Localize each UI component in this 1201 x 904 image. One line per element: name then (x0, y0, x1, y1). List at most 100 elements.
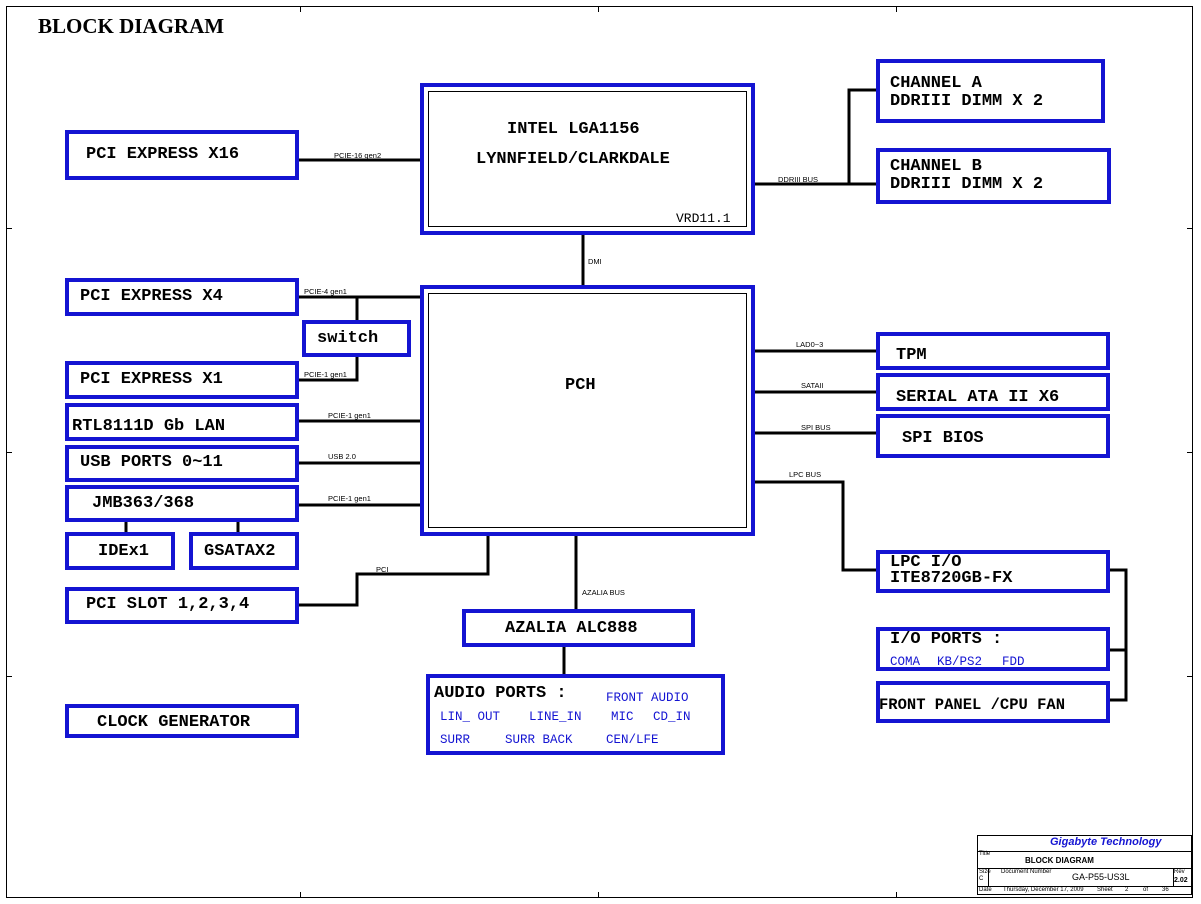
front-panel-box (876, 681, 1110, 723)
frame-tick (598, 6, 599, 12)
cpu-vrd: VRD11.1 (676, 211, 731, 226)
bus-label-pcie4: PCIE-4 gen1 (304, 287, 347, 296)
pcie-x4-box (65, 278, 299, 316)
frame-tick (896, 6, 897, 12)
switch-box (302, 320, 411, 357)
bus-label-pci: PCI (376, 565, 389, 574)
io-ports-box (876, 627, 1110, 671)
sata-label: SERIAL ATA II X6 (896, 388, 1060, 407)
cpu-name: INTEL LGA1156 (507, 120, 640, 139)
lpc-io-chip: ITE8720GB-FX (890, 569, 1013, 588)
pci-slot-box (65, 587, 299, 624)
title-block-divider (978, 851, 1191, 852)
bus-label-spi: SPI BUS (801, 423, 831, 432)
sata-box (876, 373, 1110, 411)
bus-label-dmi: DMI (588, 257, 602, 266)
pcie-x1-box (65, 361, 299, 399)
pcie-x4-label: PCI EXPRESS X4 (80, 287, 223, 306)
channel-b-label: CHANNEL B (890, 157, 982, 176)
ide-box (65, 532, 175, 570)
io-ports-label: I/O PORTS : (890, 630, 1003, 649)
audio-surr-back: SURR BACK (505, 733, 573, 747)
page-title: BLOCK DIAGRAM (38, 14, 225, 38)
audio-surr: SURR (440, 733, 471, 747)
clock-generator-box (65, 704, 299, 738)
title-block (977, 835, 1192, 895)
audio-cd-in: CD_IN (653, 710, 691, 724)
docnum-value: GA-P55-US3L (1072, 872, 1130, 882)
title-block-divider (978, 868, 1191, 869)
pcie-x1-label: PCI EXPRESS X1 (80, 370, 223, 389)
lan-label: RTL8111D Gb LAN (72, 417, 226, 436)
bus-label-lpc: LPC BUS (789, 470, 822, 479)
title-block-divider (978, 886, 1191, 887)
bus-label-usb: USB 2.0 (328, 452, 356, 461)
bus-label-pcie1-lan: PCIE-1 gen1 (328, 411, 371, 420)
channel-a-label: CHANNEL A (890, 74, 982, 93)
audio-mic: MIC (611, 710, 634, 724)
sheet-value: 2 (1125, 887, 1129, 893)
channel-b-box (876, 148, 1111, 204)
frame-tick (1187, 452, 1193, 453)
jmb-label: JMB363/368 (92, 494, 195, 513)
frame-tick (300, 6, 301, 12)
lpc-io-label: LPC I/O (890, 553, 962, 572)
switch-label: switch (317, 329, 379, 348)
rev-label: Rev (1174, 869, 1185, 875)
audio-front: FRONT AUDIO (606, 691, 689, 705)
bus-label-pcie1-switch: PCIE-1 gen1 (304, 370, 347, 379)
wire-ddr-split (847, 88, 879, 186)
azalia-codec-box (462, 609, 695, 647)
size-value: C (979, 876, 984, 882)
title-block-divider (988, 868, 989, 886)
bus-label-azalia: AZALIA BUS (582, 588, 625, 597)
audio-cen-lfe: CEN/LFE (606, 733, 659, 747)
io-ports-kb: KB/PS2 (937, 655, 983, 669)
company-name: Gigabyte Technology (1050, 836, 1162, 848)
wire-pci (298, 535, 490, 607)
usb-label: USB PORTS 0~11 (80, 453, 223, 472)
sheet-label: Sheet (1097, 887, 1113, 893)
size-label: Size (979, 869, 991, 875)
frame-tick (6, 676, 12, 677)
io-ports-coma: COMA (890, 655, 921, 669)
wire-superio (1108, 568, 1128, 702)
title-label: Title (979, 851, 991, 857)
channel-b-dimm: DDRIII DIMM X 2 (890, 175, 1044, 194)
audio-line-in: LINE_IN (529, 710, 582, 724)
of-label: of (1143, 887, 1149, 893)
pcie-x16-box (65, 130, 299, 180)
title-value: BLOCK DIAGRAM (1025, 856, 1094, 865)
clock-generator-label: CLOCK GENERATOR (97, 713, 251, 732)
cpu-codename: LYNNFIELD/CLARKDALE (476, 150, 670, 169)
audio-ports-title: AUDIO PORTS : (434, 684, 567, 703)
pch-block (420, 285, 755, 536)
wire-switch-bottom (298, 355, 359, 382)
ide-label: IDEx1 (98, 542, 150, 561)
spi-bios-box (876, 414, 1110, 458)
usb-box (65, 445, 299, 482)
front-panel-label: FRONT PANEL /CPU FAN (879, 696, 1066, 714)
bus-label-pcie16: PCIE-16 gen2 (334, 151, 382, 160)
audio-lin-out: LIN_ OUT (440, 710, 501, 724)
bus-label-pcie1-jmb: PCIE-1 gen1 (328, 494, 371, 503)
azalia-codec-label: AZALIA ALC888 (505, 619, 638, 638)
audio-ports-box (426, 674, 725, 755)
cpu-block (420, 83, 755, 235)
jmb-box (65, 485, 299, 522)
pci-slot-label: PCI SLOT 1,2,3,4 (86, 595, 250, 614)
channel-a-box (876, 59, 1105, 123)
pch-inner-outline (428, 293, 747, 528)
lan-box (65, 403, 299, 441)
frame-tick (598, 892, 599, 898)
bus-label-lad: LAD0~3 (796, 340, 824, 349)
gsata-box (189, 532, 299, 570)
lpc-io-box (876, 550, 1110, 593)
date-label: Date (979, 887, 992, 893)
tpm-box (876, 332, 1110, 370)
frame-tick (896, 892, 897, 898)
frame-tick (1187, 676, 1193, 677)
bus-label-ddr: DDRIII BUS (778, 175, 819, 184)
frame-tick (6, 452, 12, 453)
